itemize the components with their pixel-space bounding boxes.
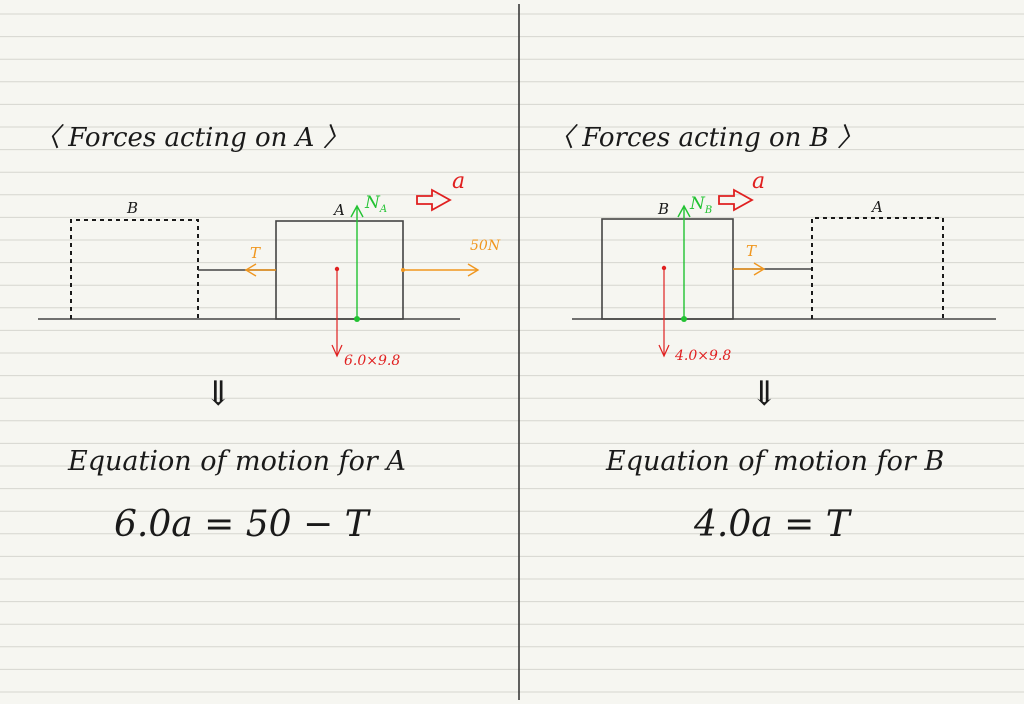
left-acceleration-arrow [416, 188, 452, 212]
right-gravity-label: 4.0×9.8 [674, 348, 731, 364]
right-acceleration-label: a [752, 169, 765, 194]
left-applied-arrowhead [467, 263, 480, 277]
left-equation: 6.0a = 50 − T [114, 504, 372, 545]
right-equation: 4.0a = T [693, 504, 853, 545]
left-equation-title: Equation of motion for A [67, 446, 406, 477]
right-tension-label: T [746, 242, 757, 260]
right-heading: 〈 Forces acting on B 〉 [548, 123, 863, 153]
left-gravity-origin [334, 266, 340, 272]
right-gravity-origin [661, 265, 667, 271]
right-tension-arrowhead [753, 262, 766, 276]
left-normal-label: NA [364, 193, 387, 215]
left-normal-origin [354, 316, 360, 322]
right-panel: 〈 Forces acting on B 〉 B A NB 4.0×9.8 T … [548, 123, 996, 545]
left-heading: 〈 Forces acting on A 〉 [34, 123, 349, 153]
right-acceleration-arrow [718, 188, 754, 212]
ruled-lines [0, 13, 1024, 693]
right-block-a-dashed [811, 217, 944, 319]
right-equation-title: Equation of motion for B [605, 446, 944, 477]
left-normal-arrowhead [350, 204, 364, 218]
right-block-b-label: B [657, 200, 669, 218]
left-tension-arrowhead [244, 263, 257, 277]
right-gravity-arrowhead [658, 344, 670, 358]
right-block-b [601, 218, 734, 320]
left-implies-arrow: ⇓ [204, 374, 233, 414]
left-gravity-label: 6.0×9.8 [344, 353, 400, 369]
left-block-b-dashed [70, 219, 199, 319]
left-panel: 〈 Forces acting on A 〉 B A NA 6.0×9.8 T … [34, 123, 501, 545]
left-applied-force-label: 50N [470, 238, 501, 254]
right-normal-arrowhead [677, 204, 691, 218]
left-acceleration-label: a [452, 169, 465, 194]
left-block-b-label: B [126, 199, 138, 217]
left-applied-origin [401, 268, 405, 272]
left-block-a-label: A [332, 201, 345, 219]
right-normal-label: NB [689, 194, 712, 216]
left-tension-label: T [250, 244, 261, 262]
left-gravity-arrowhead [331, 344, 343, 358]
left-block-a [275, 220, 404, 320]
right-block-a-label: A [870, 198, 883, 216]
right-normal-origin [681, 316, 687, 322]
right-implies-arrow: ⇓ [750, 374, 779, 414]
